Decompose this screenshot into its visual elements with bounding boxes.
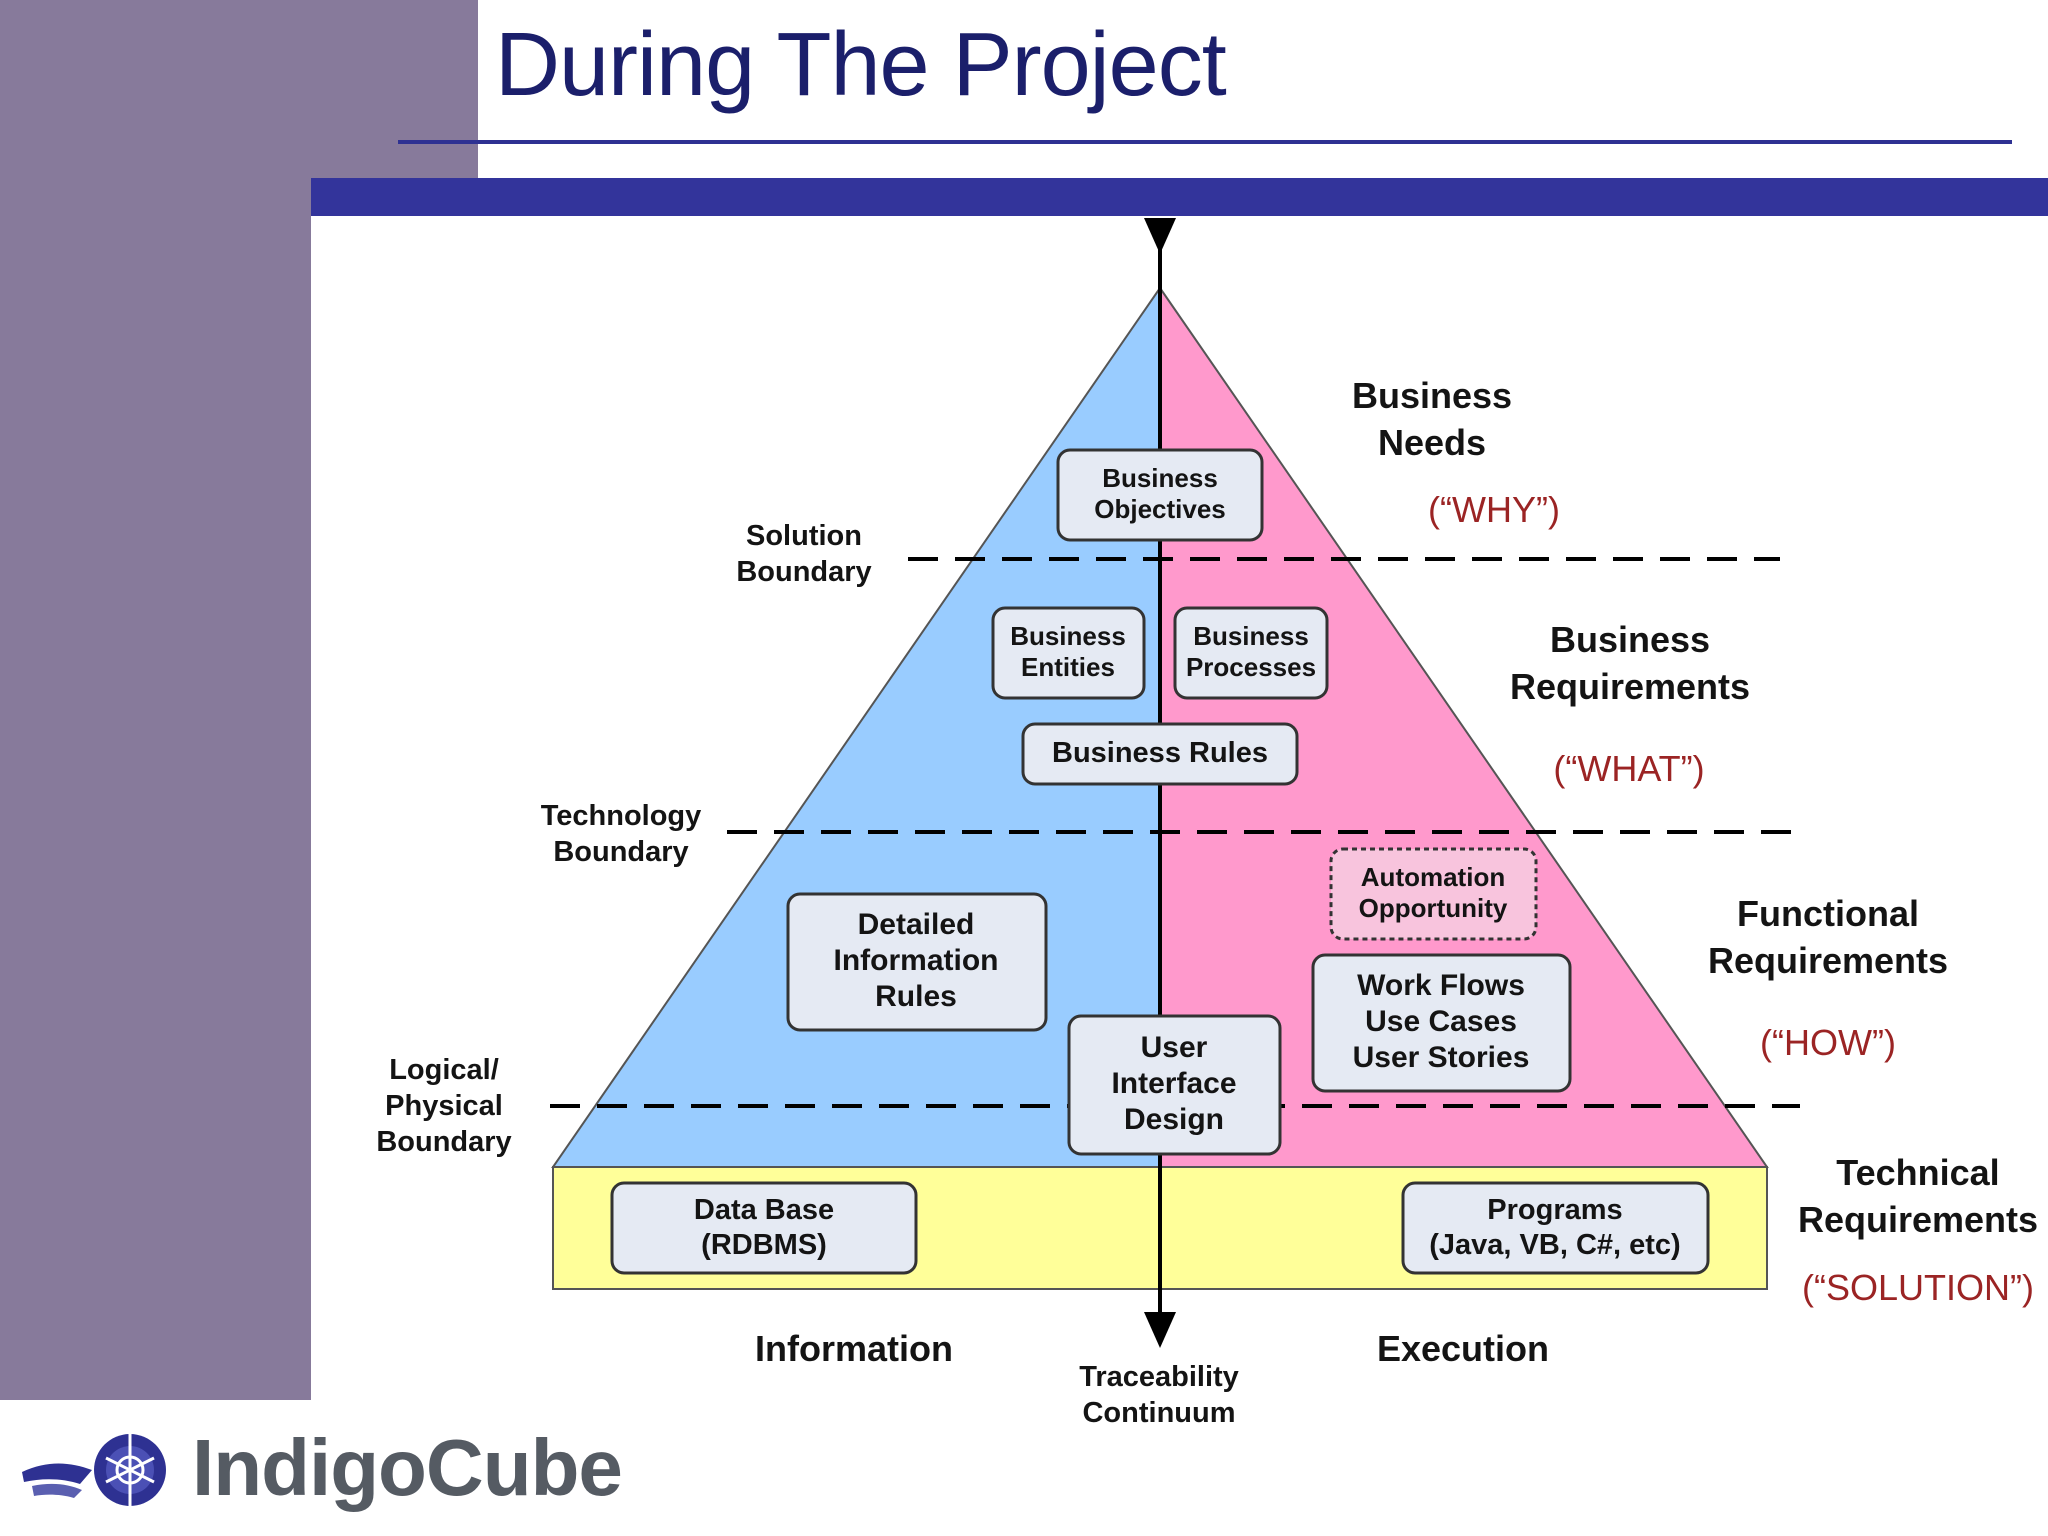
business-requirements-tag: (“WHAT”) (1553, 748, 1704, 789)
business-requirements-label-1: Business (1550, 619, 1710, 660)
technical-requirements-label-2: Requirements (1798, 1199, 2038, 1240)
slide-title: During The Project (495, 15, 1227, 115)
traceability-label-2: Continuum (1082, 1397, 1235, 1429)
technology-boundary-label-1: Technology (541, 800, 702, 832)
business-entities-line-2: Entities (1021, 652, 1115, 682)
logical-physical-boundary-label-2: Physical (385, 1090, 503, 1122)
detailed-information-rules-line-2: Information (834, 944, 999, 977)
data-base-line-2: (RDBMS) (701, 1229, 827, 1261)
business-entities-line-1: Business (1010, 621, 1126, 651)
business-objectives-line-2: Objectives (1094, 494, 1226, 524)
functional-requirements-label-1: Functional (1737, 893, 1919, 934)
solution-boundary-label-1: Solution (746, 520, 862, 552)
execution-label: Execution (1377, 1328, 1549, 1369)
logical-physical-boundary-label-1: Logical/ (389, 1054, 499, 1086)
detailed-information-rules-box: Detailed Information Rules (786, 892, 1048, 1032)
data-base-line-1: Data Base (694, 1194, 834, 1226)
traceability-label-1: Traceability (1079, 1361, 1239, 1393)
business-needs-tag: (“WHY”) (1428, 489, 1560, 530)
logical-physical-boundary-label-3: Boundary (376, 1126, 511, 1158)
automation-opportunity-line-1: Automation (1361, 862, 1505, 892)
work-flows-line-1: Work Flows (1357, 969, 1525, 1002)
solution-boundary-label-2: Boundary (736, 556, 871, 588)
user-interface-design-line-2: Interface (1111, 1067, 1236, 1100)
user-interface-design-box: User Interface Design (1067, 1014, 1282, 1156)
programs-line-1: Programs (1487, 1194, 1622, 1226)
business-objectives-box: Business Objectives (1056, 448, 1264, 542)
programs-box: Programs (Java, VB, C#, etc) (1401, 1181, 1710, 1275)
technology-boundary-label-2: Boundary (553, 836, 688, 868)
title-rule (398, 140, 2012, 144)
user-interface-design-line-1: User (1141, 1031, 1208, 1064)
business-requirements-label-2: Requirements (1510, 666, 1750, 707)
business-needs-label-1: Business (1352, 375, 1512, 416)
business-rules-box: Business Rules (1021, 722, 1299, 786)
work-flows-box: Work Flows Use Cases User Stories (1311, 953, 1572, 1093)
technical-requirements-label-1: Technical (1836, 1152, 1999, 1193)
work-flows-line-2: Use Cases (1365, 1005, 1517, 1038)
company-logo-text: IndigoCube (192, 1423, 623, 1512)
slide-sidebar (0, 0, 311, 1400)
technical-requirements-tag: (“SOLUTION”) (1802, 1267, 2034, 1308)
cube-logo-icon (22, 1434, 166, 1506)
business-processes-line-1: Business (1193, 621, 1309, 651)
automation-opportunity-box: Automation Opportunity (1329, 847, 1538, 941)
functional-requirements-label-2: Requirements (1708, 940, 1948, 981)
data-base-box: Data Base (RDBMS) (610, 1181, 918, 1275)
title-band (311, 178, 2048, 216)
detailed-information-rules-line-3: Rules (875, 980, 957, 1013)
programs-line-2: (Java, VB, C#, etc) (1429, 1229, 1680, 1261)
business-entities-box: Business Entities (991, 606, 1146, 700)
business-processes-line-2: Processes (1186, 652, 1316, 682)
detailed-information-rules-line-1: Detailed (858, 908, 975, 941)
business-needs-label-2: Needs (1378, 422, 1486, 463)
functional-requirements-tag: (“HOW”) (1760, 1022, 1896, 1063)
business-rules-label: Business Rules (1052, 737, 1268, 769)
information-label: Information (755, 1328, 953, 1369)
business-objectives-line-1: Business (1102, 463, 1218, 493)
business-processes-box: Business Processes (1173, 606, 1329, 700)
work-flows-line-3: User Stories (1353, 1041, 1530, 1074)
automation-opportunity-line-2: Opportunity (1359, 893, 1508, 923)
slide-sidebar-top (311, 0, 478, 178)
user-interface-design-line-3: Design (1124, 1103, 1224, 1136)
